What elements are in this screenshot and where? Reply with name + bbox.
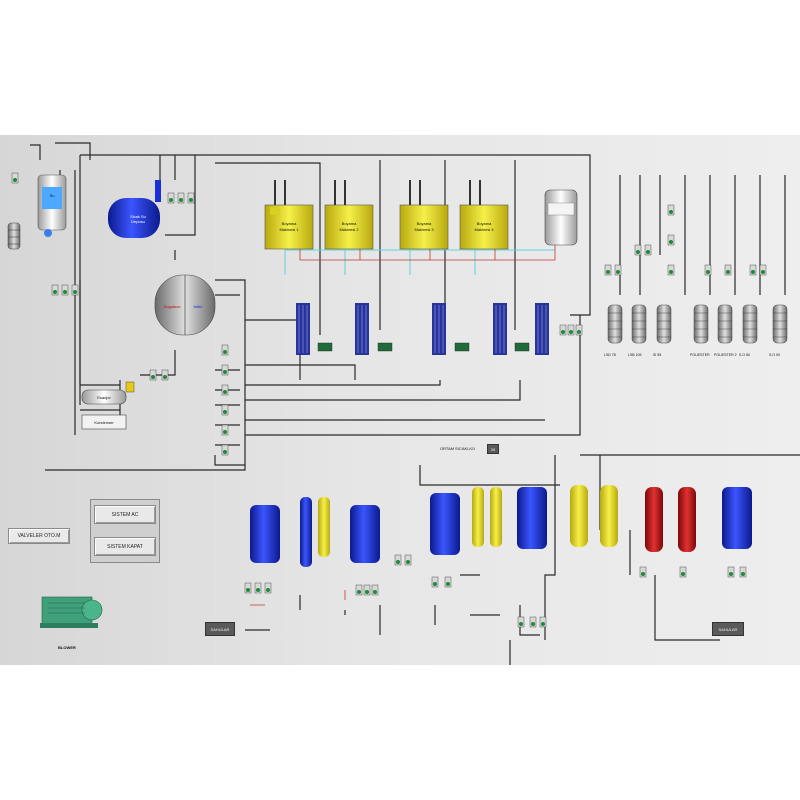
ambient-temp-label: ORTAM SICAKLIGI: [440, 446, 475, 451]
valve-icon[interactable]: [724, 264, 732, 276]
valve-icon[interactable]: [264, 582, 272, 594]
blower-motor-icon: [40, 596, 103, 628]
svg-text:Boyama: Boyama: [282, 221, 297, 226]
tank-label: S.O 80: [739, 353, 750, 357]
drain-right-button[interactable]: SAHULAR: [712, 622, 744, 636]
system-close-button[interactable]: SISTEM KAPAT: [94, 537, 156, 556]
valve-icon[interactable]: [161, 369, 169, 381]
tank-label: LSD 78: [604, 353, 616, 357]
valve-icon: [11, 172, 767, 628]
svg-text:Makinesi 3: Makinesi 3: [414, 227, 434, 232]
pump-icon: [317, 342, 530, 352]
valve-icon[interactable]: [567, 324, 575, 336]
valve-icon[interactable]: [727, 566, 735, 578]
tank-label: SI 95: [653, 353, 662, 357]
svg-text:Sogutucu: Sogutucu: [164, 304, 181, 309]
tank-label: LSB 105: [628, 353, 642, 357]
valve-icon[interactable]: [431, 576, 439, 588]
blower-label: BLOWER: [58, 645, 76, 650]
filter-cartridge: [607, 304, 623, 344]
valve-icon[interactable]: [634, 244, 642, 256]
mixing-vessel: Sogutucu Isitici: [154, 274, 216, 336]
svg-text:Sicak Su: Sicak Su: [130, 214, 146, 219]
valve-icon[interactable]: [517, 616, 525, 628]
svg-text:Deposu: Deposu: [131, 219, 145, 224]
valve-icon[interactable]: [187, 192, 195, 204]
hot-water-tank: Sicak Su Deposu: [108, 180, 161, 238]
valve-icon[interactable]: [221, 344, 229, 356]
valve-icon[interactable]: [575, 324, 583, 336]
heat-exchanger-icon: Esanjor Kondenser: [81, 381, 135, 430]
colored-pipes: [250, 225, 556, 606]
filter-icon: [7, 222, 21, 250]
valve-icon[interactable]: [221, 404, 229, 416]
system-open-button[interactable]: SISTEM AC: [94, 505, 156, 524]
valve-icon[interactable]: [559, 324, 567, 336]
filter-cartridge: [656, 304, 672, 344]
valve-icon[interactable]: [667, 264, 675, 276]
valves-auto-button[interactable]: VALVELER OTO.M: [8, 528, 70, 544]
svg-text:Makinesi 1: Makinesi 1: [279, 227, 299, 232]
valve-icon[interactable]: [679, 566, 687, 578]
svg-text:Su: Su: [50, 193, 55, 198]
valve-icon[interactable]: [221, 444, 229, 456]
valve-icon[interactable]: [221, 424, 229, 436]
valve-icon[interactable]: [529, 616, 537, 628]
filter-cartridge: [693, 304, 709, 344]
filter-tank-1: Su: [37, 174, 67, 237]
drain-left-button[interactable]: SAHULAR: [205, 622, 235, 636]
right-filter-bank: [607, 304, 788, 344]
valve-icon[interactable]: [355, 584, 363, 596]
filter-cartridge: [772, 304, 788, 344]
svg-text:Kondenser: Kondenser: [94, 420, 114, 425]
svg-text:Boyama: Boyama: [342, 221, 357, 226]
filter-columns: [296, 303, 549, 355]
valve-icon[interactable]: [221, 364, 229, 376]
scada-diagram-area: Su Sicak Su Deposu Sogutucu Isitici: [0, 135, 800, 665]
valve-icon[interactable]: [244, 582, 252, 594]
valve-icon[interactable]: [177, 192, 185, 204]
valve-icon[interactable]: [749, 264, 757, 276]
valve-icon[interactable]: [644, 244, 652, 256]
valve-icon[interactable]: [394, 554, 402, 566]
valve-icon[interactable]: [371, 584, 379, 596]
filter-cartridge: [742, 304, 758, 344]
svg-text:Boyama: Boyama: [477, 221, 492, 226]
svg-text:Esanjor: Esanjor: [97, 395, 111, 400]
tank-label: S.O 90: [769, 353, 780, 357]
valve-icon[interactable]: [639, 566, 647, 578]
ambient-temp-value: 26: [487, 444, 499, 454]
svg-text:Makinesi 2: Makinesi 2: [339, 227, 359, 232]
chemical-tank: [544, 189, 578, 246]
filter-cartridge: [631, 304, 647, 344]
valve-icon[interactable]: [167, 192, 175, 204]
valve-icon[interactable]: [51, 284, 59, 296]
tank-label: POLIESTER 2: [714, 353, 737, 357]
valve-icon[interactable]: [404, 554, 412, 566]
valve-icon[interactable]: [604, 264, 612, 276]
svg-text:Isitici: Isitici: [194, 304, 203, 309]
valve-icon[interactable]: [667, 204, 675, 216]
svg-text:Boyama: Boyama: [417, 221, 432, 226]
pipe-network: Su Sicak Su Deposu Sogutucu Isitici: [7, 142, 800, 665]
tank-label: POLIESTER: [690, 353, 710, 357]
valve-icon[interactable]: [444, 576, 452, 588]
valve-icon[interactable]: [71, 284, 79, 296]
svg-text:Makinesi 4: Makinesi 4: [474, 227, 494, 232]
valve-icon[interactable]: [149, 369, 157, 381]
valve-icon[interactable]: [61, 284, 69, 296]
valve-icon[interactable]: [11, 172, 19, 184]
valve-icon[interactable]: [221, 384, 229, 396]
valve-icon[interactable]: [539, 616, 547, 628]
valve-icon[interactable]: [667, 234, 675, 246]
valve-icon[interactable]: [739, 566, 747, 578]
valve-icon[interactable]: [363, 584, 371, 596]
valve-icon[interactable]: [759, 264, 767, 276]
valve-icon[interactable]: [614, 264, 622, 276]
bottom-process-tanks: [250, 485, 752, 567]
valve-icon[interactable]: [704, 264, 712, 276]
valve-icon[interactable]: [254, 582, 262, 594]
filter-cartridge: [717, 304, 733, 344]
